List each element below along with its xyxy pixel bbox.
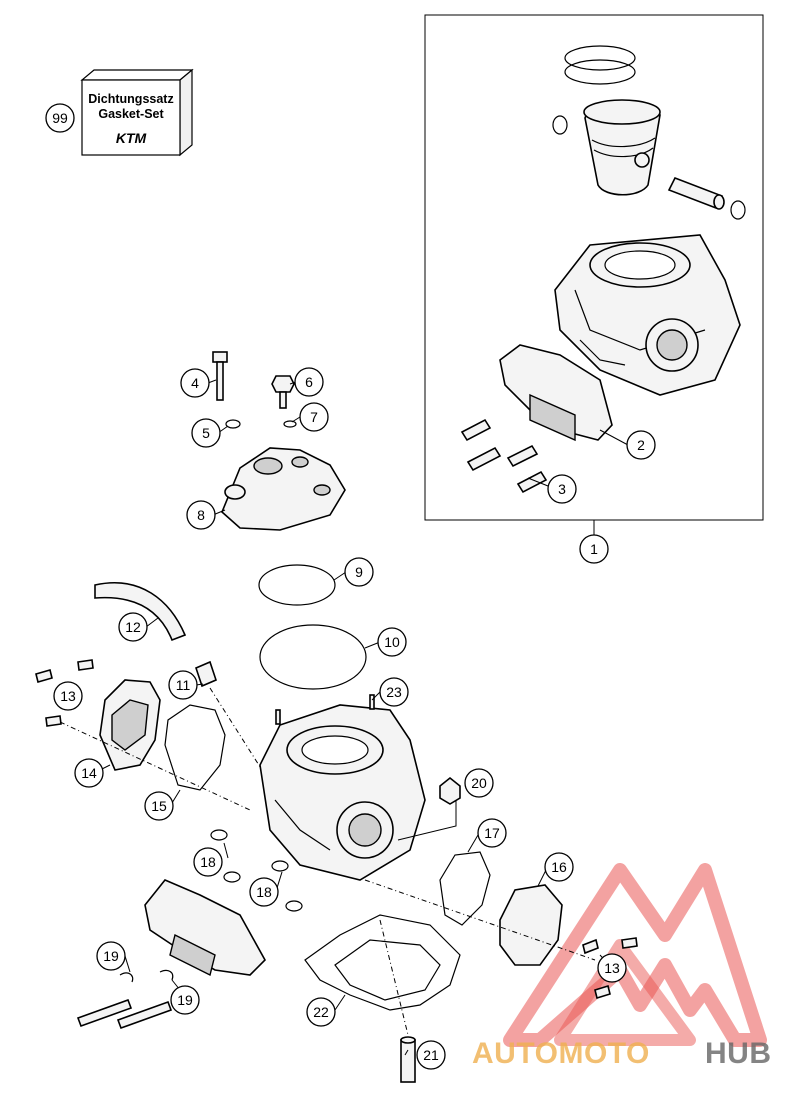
circlip-right — [730, 200, 746, 220]
callout-3: 3 — [547, 474, 577, 504]
o-ring-item-10 — [259, 624, 367, 690]
cylinder-head — [221, 447, 346, 531]
ktm-logo: KTM — [116, 130, 147, 146]
gasket-item-17 — [439, 851, 491, 926]
svg-text:3: 3 — [558, 481, 566, 497]
callout-20: 20 — [464, 768, 494, 798]
svg-text:23: 23 — [386, 684, 402, 700]
callout-17: 17 — [477, 818, 507, 848]
exhaust-flange-lower — [144, 879, 266, 977]
svg-text:19: 19 — [103, 948, 119, 964]
callout-21: 21 — [416, 1040, 446, 1070]
dowel-pin-item-21 — [400, 1036, 416, 1083]
svg-text:21: 21 — [423, 1047, 439, 1063]
svg-text:16: 16 — [551, 859, 567, 875]
clips-item-19 — [119, 969, 174, 983]
callout-4: 4 — [180, 368, 210, 398]
callout-8: 8 — [186, 500, 216, 530]
callout-13-left: 13 — [53, 681, 83, 711]
svg-text:4: 4 — [191, 375, 199, 391]
callout-5: 5 — [191, 418, 221, 448]
callout-2: 2 — [626, 430, 656, 460]
bolts-item-19 — [76, 998, 173, 1030]
svg-text:18: 18 — [200, 854, 216, 870]
svg-text:20: 20 — [471, 775, 487, 791]
piston-pin — [667, 176, 725, 210]
base-gasket-item-22 — [304, 914, 461, 1011]
svg-text:11: 11 — [176, 677, 191, 693]
callout-14: 14 — [74, 758, 104, 788]
bolts-item-13-left — [35, 659, 94, 727]
callout-6: 6 — [294, 367, 324, 397]
piston — [583, 99, 661, 196]
washer-item-5 — [225, 419, 241, 429]
stud-upper-left — [275, 709, 281, 725]
nut-item-6 — [271, 375, 295, 409]
gasket-set-box: Dichtungssatz Gasket-Set KTM — [80, 68, 194, 157]
callout-13-right: 13 — [597, 953, 627, 983]
o-rings-item-18 — [210, 829, 303, 912]
svg-text:9: 9 — [355, 564, 363, 580]
washer-item-7 — [283, 420, 297, 428]
svg-text:12: 12 — [125, 619, 141, 635]
hose-item-12 — [94, 582, 187, 642]
callout-11: 11 — [168, 670, 198, 700]
svg-text:17: 17 — [484, 825, 500, 841]
callout-15: 15 — [144, 791, 174, 821]
gasket-set-label-en: Gasket-Set — [98, 107, 164, 121]
bolts-item-13-right — [582, 937, 638, 1000]
stud-item-23 — [369, 694, 375, 710]
callout-10: 10 — [377, 627, 407, 657]
bolts-item-3 — [460, 418, 548, 494]
piston-rings — [564, 45, 636, 85]
callout-18-left: 18 — [193, 847, 223, 877]
callout-12: 12 — [118, 612, 148, 642]
svg-text:5: 5 — [202, 425, 210, 441]
gasket-set-label-de: Dichtungssatz — [88, 92, 173, 106]
callout-1: 1 — [579, 534, 609, 564]
svg-text:15: 15 — [151, 798, 167, 814]
circlip-left — [552, 115, 568, 135]
callout-99: 99 — [45, 103, 75, 133]
svg-text:19: 19 — [177, 992, 193, 1008]
svg-text:13: 13 — [604, 960, 620, 976]
callout-19-left: 19 — [96, 941, 126, 971]
svg-text:99: 99 — [52, 110, 68, 126]
svg-text:8: 8 — [197, 507, 205, 523]
svg-text:14: 14 — [81, 765, 97, 781]
callout-16: 16 — [544, 852, 574, 882]
o-ring-item-9 — [258, 564, 336, 606]
callout-23: 23 — [379, 677, 409, 707]
watermark-text: AUTOMOTO HUB — [472, 1037, 772, 1070]
svg-text:1: 1 — [590, 541, 598, 557]
callout-7: 7 — [299, 402, 329, 432]
watermark-automoto: AUTOMOTO — [472, 1037, 650, 1070]
fitting-item-11 — [195, 660, 217, 688]
watermark-hub: HUB — [705, 1037, 772, 1070]
svg-text:18: 18 — [256, 884, 272, 900]
water-pump-cover — [99, 679, 161, 771]
svg-text:13: 13 — [60, 688, 76, 704]
svg-text:10: 10 — [384, 634, 400, 650]
gasket-item-15 — [164, 704, 226, 791]
callout-18-right: 18 — [249, 877, 279, 907]
callout-19-right: 19 — [170, 985, 200, 1015]
svg-text:2: 2 — [637, 437, 645, 453]
callout-22: 22 — [306, 997, 336, 1027]
plug-item-20 — [439, 776, 461, 805]
cylinder-lower — [259, 704, 426, 881]
callout-9: 9 — [344, 557, 374, 587]
svg-text:7: 7 — [310, 409, 318, 425]
svg-text:6: 6 — [305, 374, 313, 390]
svg-text:22: 22 — [313, 1004, 329, 1020]
head-bolt — [212, 351, 228, 401]
cylinder-upper — [554, 234, 741, 396]
exhaust-cover-item-16 — [499, 884, 563, 966]
